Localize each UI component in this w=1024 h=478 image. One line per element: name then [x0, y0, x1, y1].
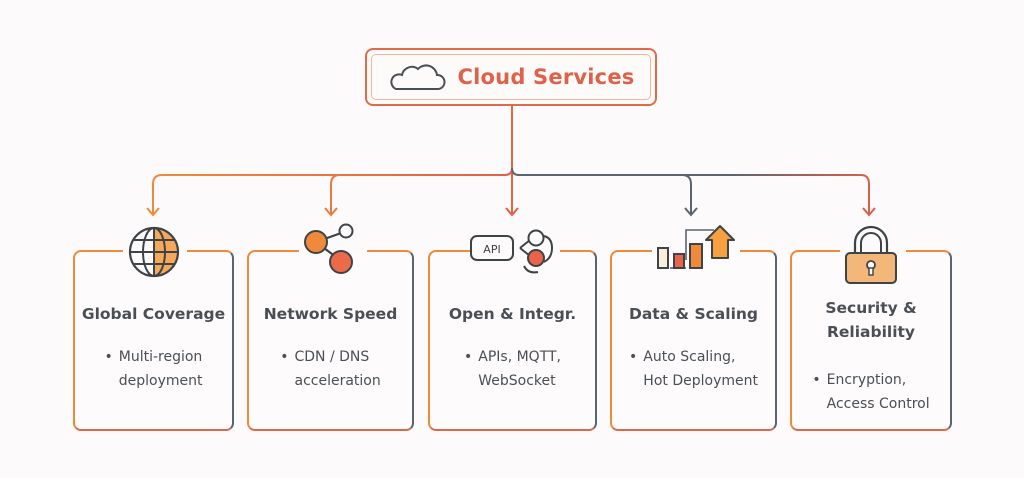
card-bullet: • Encryption, Access Control — [792, 368, 950, 416]
bullet-line: Auto Scaling, — [643, 349, 736, 365]
bullet-line: Encryption, — [826, 372, 907, 388]
bullet-dot: • — [812, 372, 821, 388]
api-icon: API — [469, 229, 553, 274]
card-security-reliability: Security & Reliability • Encryption, Acce… — [790, 225, 952, 431]
card-bullet: • CDN / DNS acceleration — [249, 345, 412, 393]
bullet-line: deployment — [118, 373, 203, 389]
card-bullet: • APIs, MQTT, WebSocket — [430, 345, 595, 393]
card-title-line: Security & — [825, 299, 917, 317]
bullet-line: acceleration — [294, 373, 381, 389]
bullet-line: Access Control — [826, 396, 930, 412]
bullet-line: Hot Deployment — [643, 373, 758, 389]
branch-right — [511, 167, 870, 214]
bullet-line: WebSocket — [478, 373, 556, 389]
bullet-dot: • — [280, 349, 289, 365]
globe-icon — [128, 226, 179, 278]
card-network-speed: Network Speed • CDN / DNS acceleration — [247, 223, 414, 431]
card-bullet: • Multi-region deployment — [75, 345, 232, 393]
arrow-head-4 — [684, 207, 698, 217]
arrow-head-1 — [146, 207, 160, 217]
bullet-dot: • — [463, 349, 473, 365]
arrow-head-2 — [324, 207, 338, 217]
branch-left — [152, 167, 513, 214]
card-title-line: Reliability — [826, 323, 916, 341]
root-node-cloud-services: Cloud Services — [365, 48, 657, 106]
arrow-head-5 — [862, 207, 876, 217]
cloud-icon — [389, 64, 446, 90]
bullet-line: Multi-region — [118, 349, 203, 365]
arrow-head-3 — [505, 207, 519, 217]
card-open-integration: API Open & Integr. • APIs, MQTT, WebSocke… — [428, 229, 597, 431]
card-bullet: • Auto Scaling, Hot Deployment — [612, 345, 775, 393]
card-title: Open & Integr. — [448, 305, 577, 323]
share-nodes-icon — [303, 223, 353, 274]
card-title: Network Speed — [263, 305, 398, 323]
branch-network — [330, 174, 341, 214]
bar-chart-growth-icon — [656, 225, 735, 269]
card-global-coverage: Global Coverage • Multi-region deployment — [73, 226, 234, 431]
bullet-line: CDN / DNS — [294, 349, 370, 365]
padlock-icon — [845, 225, 897, 284]
bullet-line: APIs, MQTT, — [478, 349, 561, 365]
card-title: Security & Reliability — [792, 296, 950, 344]
card-data-scaling: Data & Scaling • Auto Scaling, Hot Deploy… — [610, 225, 777, 431]
card-title: Global Coverage — [81, 305, 226, 323]
bullet-dot: • — [629, 349, 638, 365]
card-title: Data & Scaling — [628, 305, 759, 323]
root-title: Cloud Services — [457, 65, 635, 89]
branch-data — [681, 174, 692, 214]
bullet-dot: • — [104, 349, 113, 365]
api-icon-label: API — [483, 243, 500, 256]
